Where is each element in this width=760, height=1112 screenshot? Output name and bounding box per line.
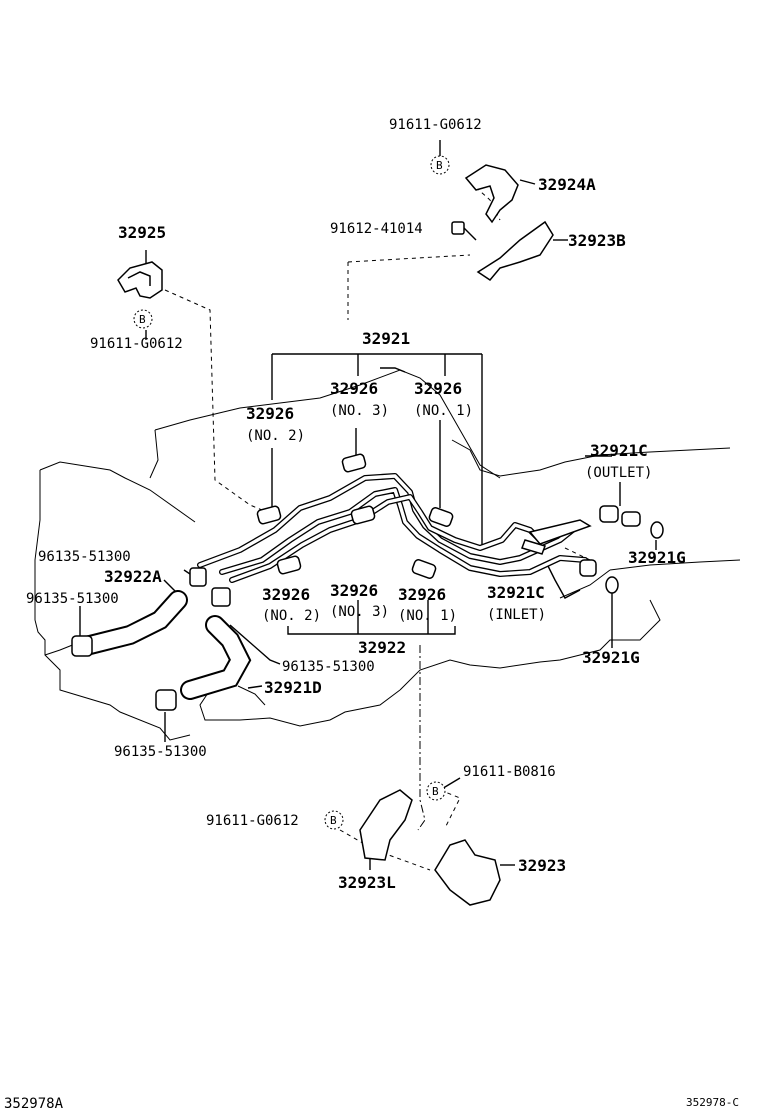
label-32923: 32923 bbox=[518, 856, 566, 875]
label-96135-51300-c: 96135-51300 bbox=[282, 659, 375, 675]
b-callout-bottom bbox=[324, 810, 344, 830]
label-32922: 32922 bbox=[358, 638, 406, 657]
fuel-pipes bbox=[197, 473, 588, 583]
label-32922a: 32922A bbox=[104, 567, 162, 586]
b-callout-bottom-text: B bbox=[330, 814, 337, 827]
label-no1-upper: (NO. 1) bbox=[414, 403, 473, 419]
label-reference-left: 352978A bbox=[4, 1096, 64, 1112]
label-32926-no1-lower: 32926 bbox=[398, 585, 446, 604]
label-32926-no2-lower: 32926 bbox=[262, 585, 310, 604]
b-callout-left bbox=[133, 309, 153, 329]
b-callout-right-text: B bbox=[432, 785, 439, 798]
brackets bbox=[117, 164, 554, 906]
label-32923l: 32923L bbox=[338, 873, 396, 892]
label-reference-right: 352978-C bbox=[686, 1096, 739, 1109]
label-32926-no3-upper: 32926 bbox=[330, 379, 378, 398]
label-91612-41014: 91612-41014 bbox=[330, 221, 423, 237]
label-32921g-lower: 32921G bbox=[582, 648, 640, 667]
label-32924a: 32924A bbox=[538, 175, 596, 194]
label-32926-no1-upper: 32926 bbox=[414, 379, 462, 398]
grommets bbox=[256, 453, 454, 579]
label-91611-b0816: 91611-B0816 bbox=[463, 764, 556, 780]
b-callout-top bbox=[430, 155, 450, 175]
label-no3-upper: (NO. 3) bbox=[330, 403, 389, 419]
label-96135-51300-d: 96135-51300 bbox=[114, 744, 207, 760]
label-96135-51300-a: 96135-51300 bbox=[38, 549, 131, 565]
hose-clamps bbox=[71, 567, 231, 711]
hoses bbox=[80, 590, 252, 700]
label-96135-51300-b: 96135-51300 bbox=[26, 591, 119, 607]
vehicle-body-outline bbox=[34, 369, 741, 741]
label-32926-no3-lower: 32926 bbox=[330, 581, 378, 600]
label-32921c-inlet: 32921C bbox=[487, 583, 545, 602]
label-inlet: (INLET) bbox=[487, 607, 546, 623]
part-labels: 91611-G0612 32924A 91612-41014 32923B 32… bbox=[4, 117, 739, 1112]
label-no2-lower: (NO. 2) bbox=[262, 608, 321, 624]
label-91611-g0612-bottom: 91611-G0612 bbox=[206, 813, 299, 829]
label-91611-g0612-top: 91611-G0612 bbox=[389, 117, 482, 133]
label-outlet: (OUTLET) bbox=[585, 465, 652, 481]
label-32921: 32921 bbox=[362, 329, 410, 348]
fittings bbox=[521, 505, 664, 594]
b-callout-right bbox=[426, 781, 446, 801]
label-32925: 32925 bbox=[118, 223, 166, 242]
label-no3-lower: (NO. 3) bbox=[330, 604, 389, 620]
label-no1-lower: (NO. 1) bbox=[398, 608, 457, 624]
label-32921g-upper: 32921G bbox=[628, 548, 686, 567]
label-32921d: 32921D bbox=[264, 678, 322, 697]
b-callouts: B B B B bbox=[133, 155, 450, 830]
label-91611-g0612-left: 91611-G0612 bbox=[90, 336, 183, 352]
label-32926-no2-upper: 32926 bbox=[246, 404, 294, 423]
b-callout-top-text: B bbox=[436, 159, 443, 172]
label-no2-upper: (NO. 2) bbox=[246, 428, 305, 444]
label-32921c-outlet: 32921C bbox=[590, 441, 648, 460]
label-32923b: 32923B bbox=[568, 231, 626, 250]
b-callout-left-text: B bbox=[139, 313, 146, 326]
